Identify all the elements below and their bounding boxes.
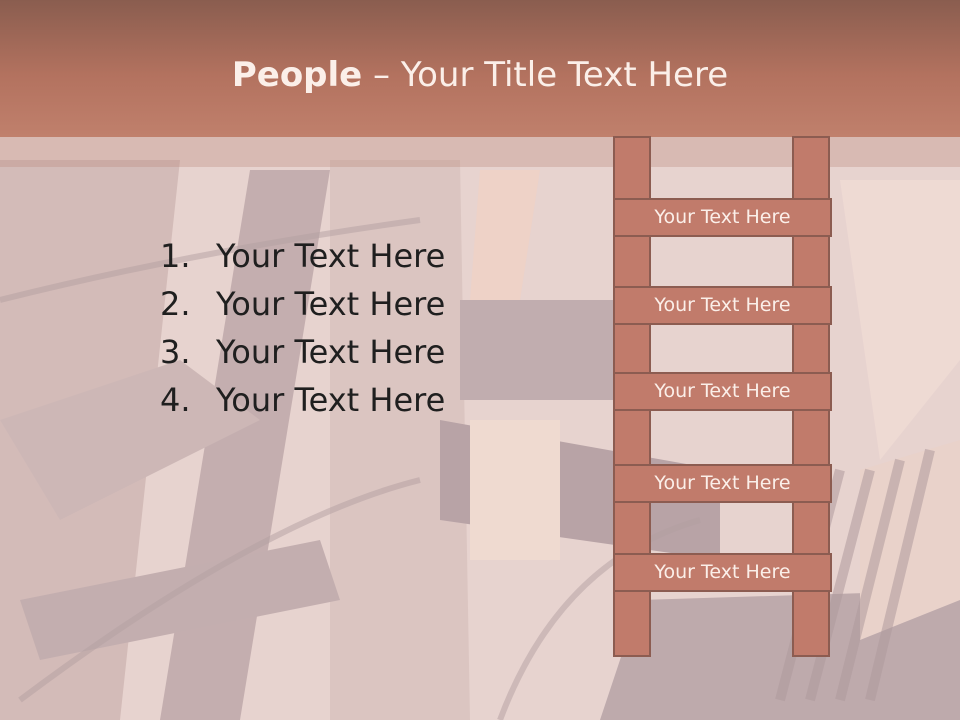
title-bold: People	[231, 55, 363, 95]
list-item: 4. Your Text Here	[160, 376, 445, 424]
ladder-rung-5: Your Text Here	[613, 553, 832, 592]
list-number: 4.	[160, 381, 191, 419]
list-number: 1.	[160, 237, 191, 275]
list-number: 2.	[160, 285, 191, 323]
list-text: Your Text Here	[216, 237, 446, 275]
numbered-list: 1. Your Text Here 2. Your Text Here 3. Your…	[160, 232, 445, 424]
list-item: 2. Your Text Here	[160, 280, 445, 328]
slide-title: People – Your Title Text Here	[0, 54, 960, 96]
ladder-rung-4: Your Text Here	[613, 464, 832, 503]
ladder-rung-2: Your Text Here	[613, 286, 832, 325]
ladder-rung-1: Your Text Here	[613, 198, 832, 237]
list-text: Your Text Here	[216, 285, 446, 323]
list-number: 3.	[160, 333, 191, 371]
title-rest: Your Title Text Here	[400, 55, 729, 95]
list-text: Your Text Here	[216, 333, 446, 371]
list-text: Your Text Here	[216, 381, 446, 419]
title-bar	[0, 0, 960, 137]
title-separator: –	[362, 55, 401, 95]
list-item: 3. Your Text Here	[160, 328, 445, 376]
ladder-rung-3: Your Text Here	[613, 372, 832, 411]
list-item: 1. Your Text Here	[160, 232, 445, 280]
